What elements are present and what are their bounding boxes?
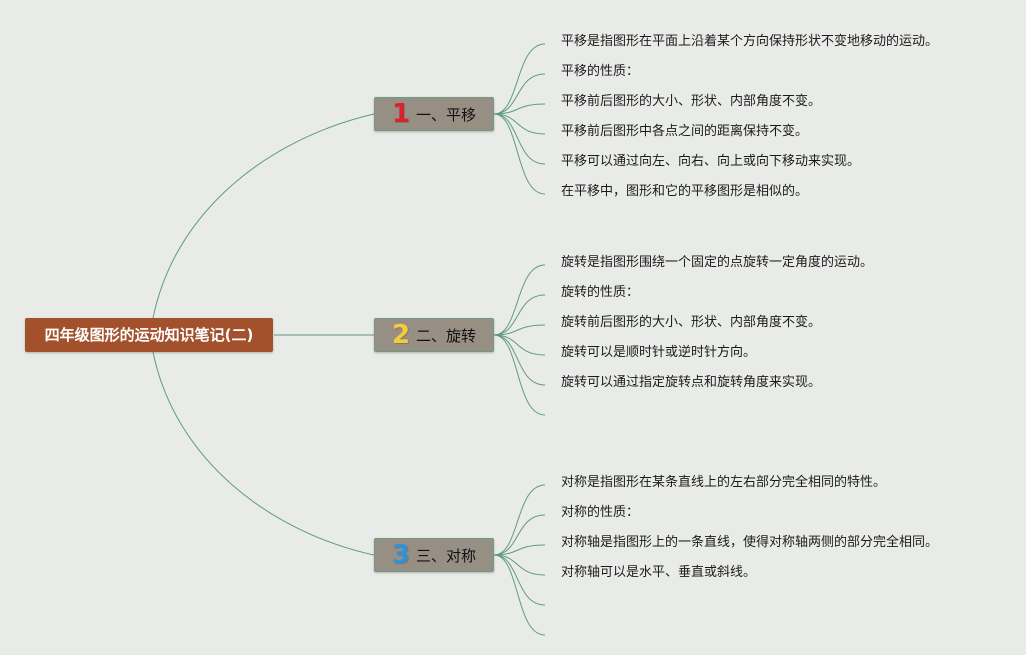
leaf-topic[interactable]: 平移的性质：	[561, 64, 640, 79]
connector-branch1-leaf6	[493, 113, 546, 195]
connector-branch1-leaf2	[493, 73, 546, 115]
leaf-topic[interactable]: 对称轴可以是水平、垂直或斜线。	[561, 565, 757, 580]
connector-branch2-leaf1	[493, 264, 546, 336]
connector-branch3-leaf5	[493, 554, 546, 606]
leaf-topic[interactable]: 平移可以通过向左、向右、向上或向下移动来实现。	[561, 154, 861, 169]
connector-branch2-leaf6	[493, 334, 546, 416]
connector-root-translation	[152, 113, 375, 319]
connector-branch1-leaf1	[493, 43, 546, 115]
connector-root-symmetry	[152, 351, 375, 556]
leaf-topic[interactable]: 旋转的性质：	[561, 285, 640, 300]
leaf-topic[interactable]: 旋转可以是顺时针或逆时针方向。	[561, 345, 757, 360]
connector-branch2-leaf2	[493, 294, 546, 336]
leaf-topic[interactable]: 旋转是指图形围绕一个固定的点旋转一定角度的运动。	[561, 255, 874, 270]
leaf-topic[interactable]: 旋转可以通过指定旋转点和旋转角度来实现。	[561, 375, 822, 390]
leaf-topic[interactable]: 在平移中，图形和它的平移图形是相似的。	[561, 184, 809, 199]
branch-label: 二、旋转	[416, 326, 477, 345]
branch-symmetry[interactable]: 3 三、对称	[374, 538, 494, 572]
connector-branch3-leaf2	[493, 514, 546, 556]
branch-rotation[interactable]: 2 二、旋转	[374, 318, 494, 352]
connector-branch2-leaf5	[493, 334, 546, 386]
root-topic[interactable]: 四年级图形的运动知识笔记(二)	[25, 318, 273, 352]
number-1-icon: 1	[391, 99, 411, 129]
connector-branch2-leaf4	[493, 334, 546, 356]
connector-branch3-leaf4	[493, 554, 546, 576]
connector-branch1-leaf5	[493, 113, 546, 165]
connector-branch3-leaf6	[493, 554, 546, 636]
leaf-topic[interactable]: 旋转前后图形的大小、形状、内部角度不变。	[561, 315, 822, 330]
connector-branch1-leaf4	[493, 113, 546, 135]
number-2-icon: 2	[391, 320, 411, 350]
leaf-topic[interactable]: 平移前后图形中各点之间的距离保持不变。	[561, 124, 809, 139]
leaf-topic[interactable]: 对称轴是指图形上的一条直线，使得对称轴两侧的部分完全相同。	[561, 535, 939, 550]
branch-translation[interactable]: 1 一、平移	[374, 97, 494, 131]
leaf-topic[interactable]: 平移前后图形的大小、形状、内部角度不变。	[561, 94, 822, 109]
connector-branch3-leaf3	[493, 544, 546, 556]
connector-branch3-leaf1	[493, 484, 546, 556]
branch-label: 三、对称	[416, 546, 477, 565]
connector-branch2-leaf3	[493, 324, 546, 336]
connector-branch1-leaf3	[493, 103, 546, 115]
number-3-icon: 3	[391, 540, 411, 570]
branch-label: 一、平移	[416, 105, 477, 124]
leaf-topic[interactable]: 对称是指图形在某条直线上的左右部分完全相同的特性。	[561, 475, 887, 490]
leaf-topic[interactable]: 平移是指图形在平面上沿着某个方向保持形状不变地移动的运动。	[561, 34, 939, 49]
leaf-topic[interactable]: 对称的性质：	[561, 505, 640, 520]
